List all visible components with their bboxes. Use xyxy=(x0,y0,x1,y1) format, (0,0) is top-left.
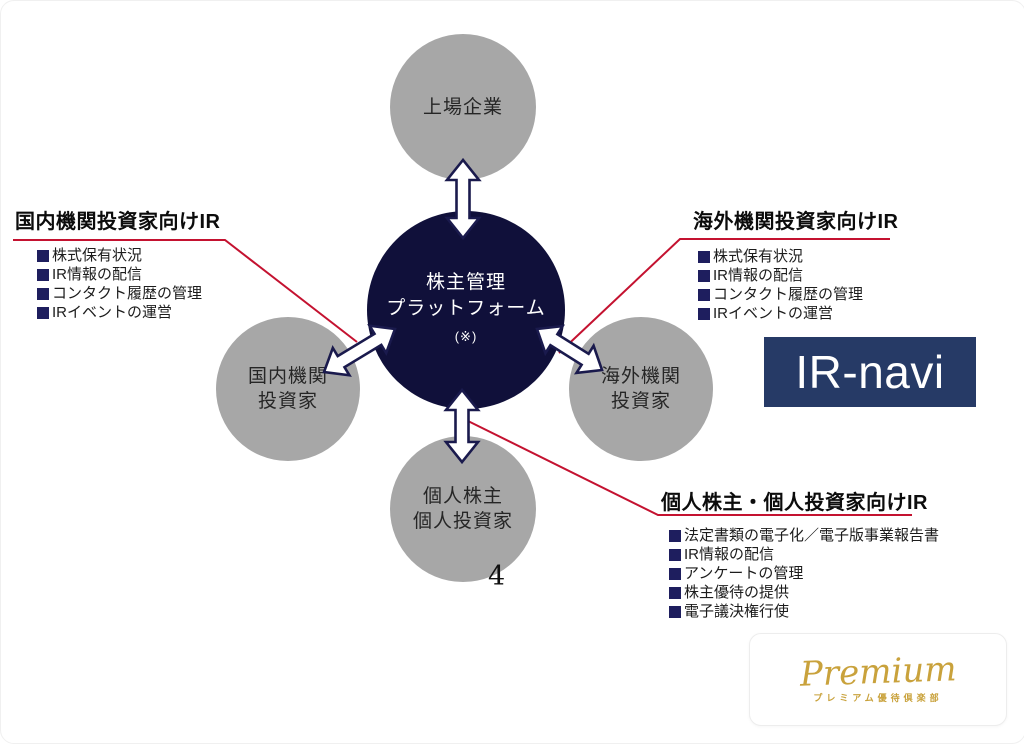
node-listed-company: 上場企業 xyxy=(390,34,536,180)
bullet-square-icon xyxy=(37,268,49,281)
callout-item: IRイベントの運営 xyxy=(698,304,899,323)
node-label: 海外機関 投資家 xyxy=(601,364,681,414)
node-individual-investors: 個人株主 個人投資家 xyxy=(390,436,536,582)
bullet-square-icon xyxy=(698,307,710,320)
center-label-line: 株主管理 xyxy=(425,272,506,293)
node-label-line: 個人投資家 xyxy=(412,511,513,532)
node-label: 国内機関 投資家 xyxy=(248,364,328,414)
bullet-square-icon xyxy=(669,548,681,561)
callout-item-text: 株主優待の提供 xyxy=(684,584,790,601)
bullet-square-icon xyxy=(669,605,681,618)
bullet-square-icon xyxy=(698,250,710,263)
callout-item-text: IR情報の配信 xyxy=(713,267,804,284)
callout-item-text: 電子議決権行使 xyxy=(684,603,790,620)
bullet-square-icon xyxy=(698,269,710,282)
node-label-line: 上場企業 xyxy=(422,96,503,118)
callout-item: 株式保有状況 xyxy=(37,246,221,265)
center-note: (※) xyxy=(454,329,478,344)
callout-item: 株式保有状況 xyxy=(698,247,899,266)
callout-item: IRイベントの運営 xyxy=(37,303,221,322)
callout-domestic-ir: 国内機関投資家向けIR 株式保有状況 IR情報の配信コンタクト履歴の管理 IRイベン… xyxy=(15,205,221,322)
bullet-square-icon xyxy=(669,529,681,542)
callout-item: コンタクト履歴の管理 xyxy=(37,284,221,303)
callout-item-text: IR情報の配信 xyxy=(52,266,143,283)
center-label: 株主管理 プラットフォーム (※) xyxy=(386,270,545,350)
page-number: 4 xyxy=(488,561,506,592)
node-label: 上場企業 xyxy=(423,95,503,120)
node-platform-center: 株主管理 プラットフォーム (※) xyxy=(367,211,565,409)
bullet-square-icon xyxy=(37,249,49,262)
bullet-square-icon xyxy=(698,288,710,301)
callout-item-text: IRイベントの運営 xyxy=(713,305,834,322)
node-label-line: 海外機関 xyxy=(600,366,681,387)
node-label: 個人株主 個人投資家 xyxy=(413,484,513,534)
node-label-line: 投資家 xyxy=(610,391,671,412)
callout-item: IR情報の配信 xyxy=(698,266,899,285)
callout-item: IR情報の配信 xyxy=(37,265,221,284)
center-label-line: プラットフォーム xyxy=(386,298,546,319)
callout-item-text: 法定書類の電子化／電子版事業報告書 xyxy=(684,527,940,544)
node-label-line: 投資家 xyxy=(257,391,318,412)
callout-item-text: 株式保有状況 xyxy=(713,248,804,265)
callout-item-text: IR情報の配信 xyxy=(684,546,775,563)
callout-item: 株主優待の提供 xyxy=(669,583,939,602)
callout-item: アンケートの管理 xyxy=(669,564,939,583)
callout-overseas-ir: 海外機関投資家向けIR 株式保有状況 IR情報の配信コンタクト履歴の管理 IRイベン… xyxy=(693,205,899,323)
node-label-line: 個人株主 xyxy=(422,486,503,507)
premium-logo-script: Premium xyxy=(799,649,957,695)
callout-title: 海外機関投資家向けIR xyxy=(693,211,899,233)
node-label-line: 国内機関 xyxy=(247,366,328,387)
callout-items: 法定書類の電子化／電子版事業報告書 IR情報の配信アンケートの管理株主優待の提供電… xyxy=(669,526,939,621)
bullet-square-icon xyxy=(37,287,49,300)
bullet-square-icon xyxy=(37,306,49,319)
callout-items: 株式保有状況 IR情報の配信コンタクト履歴の管理 IRイベントの運営 xyxy=(698,247,899,323)
callout-individual-ir: 個人株主・個人投資家向けIR 法定書類の電子化／電子版事業報告書 IR情報の配信ア… xyxy=(661,486,939,621)
callout-item-text: IRイベントの運営 xyxy=(52,304,173,321)
ir-navi-logo: IR-navi xyxy=(764,337,976,407)
callout-item-text: 株式保有状況 xyxy=(52,247,143,264)
node-overseas-investors: 海外機関 投資家 xyxy=(569,317,713,461)
callout-item: 電子議決権行使 xyxy=(669,602,939,621)
callout-item: IR情報の配信 xyxy=(669,545,939,564)
node-domestic-investors: 国内機関 投資家 xyxy=(216,317,360,461)
premium-club-logo: Premium プレミアム優待倶楽部 xyxy=(749,633,1007,726)
callout-title: 個人株主・個人投資家向けIR xyxy=(661,492,928,514)
bullet-square-icon xyxy=(669,586,681,599)
callout-item-text: コンタクト履歴の管理 xyxy=(713,286,864,303)
callout-item: 法定書類の電子化／電子版事業報告書 xyxy=(669,526,939,545)
bullet-square-icon xyxy=(669,567,681,580)
callout-items: 株式保有状況 IR情報の配信コンタクト履歴の管理 IRイベントの運営 xyxy=(37,246,221,322)
callout-item: コンタクト履歴の管理 xyxy=(698,285,899,304)
callout-item-text: コンタクト履歴の管理 xyxy=(52,285,203,302)
callout-title: 国内機関投資家向けIR xyxy=(15,211,221,233)
premium-logo-subtitle: プレミアム優待倶楽部 xyxy=(813,693,943,703)
ir-navi-logo-text: IR-navi xyxy=(795,346,945,398)
callout-item-text: アンケートの管理 xyxy=(684,565,804,582)
